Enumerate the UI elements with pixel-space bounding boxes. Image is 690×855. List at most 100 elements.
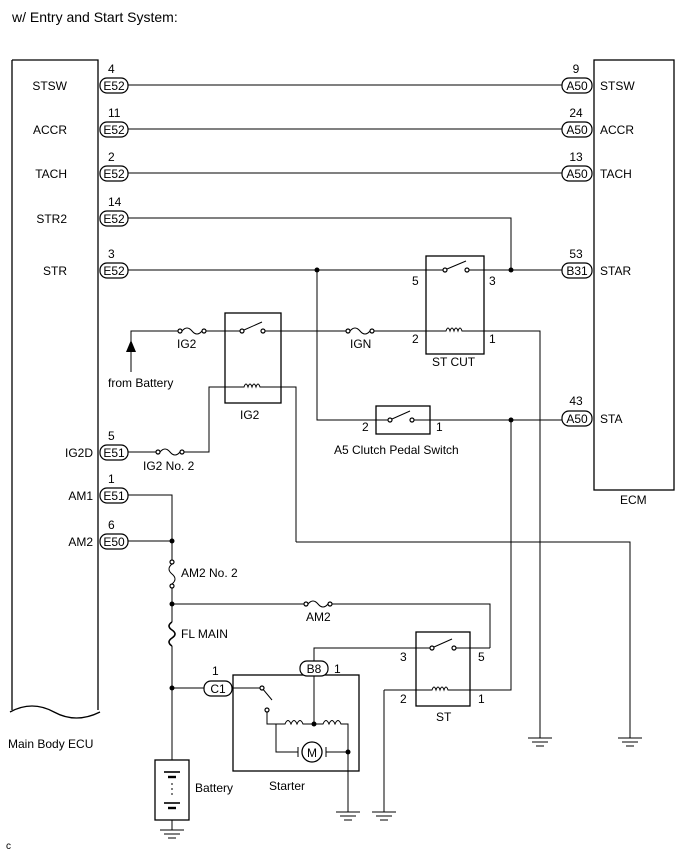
ig2-relay-box (224, 312, 282, 404)
ecm-pin-sta: 43 (569, 394, 583, 408)
ig2-contact-right (260, 328, 266, 334)
connector-c1 (203, 680, 233, 697)
ecu-pin-ig2d: 5 (108, 429, 115, 443)
battery-label: Battery (195, 781, 233, 795)
ecu-terminal-ig2d: IG2D (65, 446, 93, 460)
clutch-pin-1: 1 (436, 420, 443, 434)
st-pin-2: 2 (400, 692, 407, 706)
ground-symbol-battery (160, 829, 184, 839)
ecu-conn-ig2d: E51 (103, 446, 125, 460)
ecm-conn-accr: A50 (566, 123, 588, 137)
starter-motor-lead (275, 724, 298, 753)
st-cut-relay-box (425, 255, 485, 355)
ecm-label: ECM (620, 493, 647, 507)
ground-symbol-ig2 (618, 737, 642, 747)
ecu-pin-am2: 6 (108, 518, 115, 532)
fusible-link-fl-main-label: FL MAIN (181, 627, 228, 641)
clutch-contact-left (387, 417, 393, 423)
wire-from-battery (130, 330, 178, 372)
from-battery-arrow-icon (126, 340, 136, 352)
st-cut-pin-1: 1 (489, 332, 496, 346)
c1-pin: 1 (212, 664, 219, 678)
corner-mark: c (6, 841, 11, 852)
ecu-terminal-str: STR (43, 264, 67, 278)
ecu-terminal-tach: TACH (35, 167, 67, 181)
ecm-conn-stsw: A50 (566, 79, 588, 93)
fuse-ig2-icon (177, 327, 207, 335)
ecm-terminal-tach: TACH (600, 167, 632, 181)
wire-ig2-coil-ground (296, 541, 631, 738)
st-relay-label: ST (436, 710, 452, 724)
fuse-am2-no2-label: AM2 No. 2 (181, 566, 238, 580)
main-body-ecu-break (9, 705, 101, 719)
starter-motor-brushes (297, 747, 348, 757)
clutch-switch-label: A5 Clutch Pedal Switch (334, 443, 459, 457)
ecu-conn-str: E52 (103, 264, 125, 278)
ecu-conn-str2: E52 (103, 212, 125, 226)
main-body-ecu-box (11, 59, 99, 710)
connector-a50-sta (561, 410, 593, 427)
st-relay-box (415, 631, 471, 707)
ecm-pin-star: 53 (569, 247, 583, 261)
main-body-ecu-label: Main Body ECU (8, 737, 93, 751)
b8-pin: 1 (334, 662, 341, 676)
st-cut-coil (426, 327, 484, 333)
ecu-conn-am2: E50 (103, 535, 125, 549)
fuse-ig2-no2-icon (155, 448, 185, 456)
ecu-pin-stsw: 4 (108, 62, 115, 76)
ground-symbol-st (372, 811, 396, 821)
st-cut-pin-5: 5 (412, 274, 419, 288)
ig2-switch-blade (243, 321, 263, 331)
fuse-ig2-no2-label: IG2 No. 2 (143, 459, 195, 473)
junction-star (508, 267, 514, 273)
fuse-am2-label: AM2 (306, 610, 331, 624)
st-cut-contact-right (464, 267, 470, 273)
ecm-conn-sta: A50 (566, 412, 588, 426)
st-contact-left (429, 645, 435, 651)
wire-ig2-no2-to-coil (184, 403, 210, 453)
ecm-conn-tach: A50 (566, 167, 588, 181)
wire-b8-to-st (313, 647, 416, 661)
ig2-relay-label: IG2 (240, 408, 260, 422)
wire-am2-to-st (332, 603, 491, 648)
wire-st-cut-ground (484, 330, 541, 738)
ecu-conn-tach: E52 (103, 167, 125, 181)
battery-icon (164, 771, 180, 810)
ecu-terminal-am1: AM1 (68, 489, 93, 503)
ecm-terminal-sta: STA (600, 412, 622, 426)
starter-contact-top (259, 685, 265, 691)
ecu-terminal-accr: ACCR (33, 123, 67, 137)
clutch-contact-right (409, 417, 415, 423)
ground-symbol-starter (336, 811, 360, 821)
junction-am (169, 538, 175, 544)
fuse-am2-no2-icon (168, 559, 176, 589)
ecu-conn-accr: E52 (103, 123, 125, 137)
st-pin-5: 5 (478, 650, 485, 664)
st-cut-switch-blade (446, 260, 467, 270)
ecm-conn-star: B31 (566, 264, 588, 278)
ecm-terminal-accr: ACCR (600, 123, 634, 137)
st-cut-pin-2: 2 (412, 332, 419, 346)
ecm-pin-accr: 24 (569, 106, 583, 120)
ecm-pin-stsw: 9 (573, 62, 580, 76)
st-contact-right (451, 645, 457, 651)
ecu-terminal-str2: STR2 (36, 212, 67, 226)
starter-contact-bottom (264, 707, 270, 713)
b8-conn: B8 (307, 662, 322, 676)
st-coil (384, 686, 490, 692)
st-cut-contact-left (442, 267, 448, 273)
fuse-ig2-label: IG2 (177, 337, 197, 351)
st-switch-blade (433, 638, 453, 648)
fuse-ign-label: IGN (350, 337, 371, 351)
st-cut-pin-3: 3 (489, 274, 496, 288)
c1-conn: C1 (210, 682, 226, 696)
fuse-am2-icon (303, 600, 333, 608)
ig2-contact-left (239, 328, 245, 334)
ecu-pin-am1: 1 (108, 472, 115, 486)
diagram-header: w/ Entry and Start System: (11, 9, 178, 25)
wire-sta-to-st-relay (490, 420, 512, 691)
fuse-ign-icon (345, 327, 375, 335)
clutch-pin-2: 2 (362, 420, 369, 434)
ground-symbol-st-cut (528, 737, 552, 747)
